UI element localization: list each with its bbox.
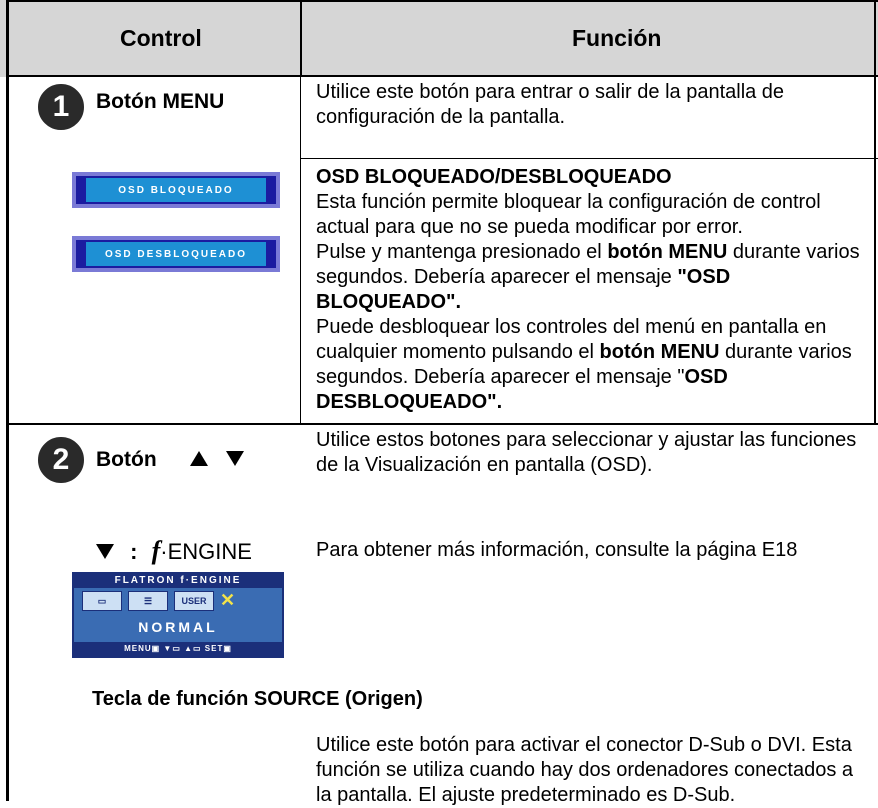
function-menu-desc: Utilice este botón para entrar o salir d… [316,81,785,128]
p2-text-d: "OSD BLOQUEADO". [316,266,731,313]
close-icon: ✕ [220,590,236,610]
left-border [6,0,9,801]
row1-subdivider [300,158,878,159]
function-arrows-desc: Utilice estos botones para seleccionar y… [316,429,857,476]
osd-unlocked-label: OSD DESBLOQUEADO [86,242,266,266]
source-title: Tecla de función SOURCE (Origen) [92,688,423,710]
osd-unlocked-button: OSD DESBLOQUEADO [72,236,280,272]
monitor-icon: ▭ [82,591,122,611]
control-arrow-label: Botón [96,448,157,471]
osd-lock-p3: Puede desbloquear los controles del menú… [316,315,871,415]
p2-text-b: botón MENU [607,241,728,263]
step-2-badge: 2 [38,437,84,483]
osd-locked-button: OSD BLOQUEADO [72,172,280,208]
source-desc: Utilice este botón para activar el conec… [316,734,854,806]
table-header: Control Función [0,0,878,77]
p2-text-c: durante varios segundos. Debería aparece… [316,241,860,288]
header-col-divider [300,0,302,77]
row1-divider [6,423,878,425]
fengine-osd-icons: ▭ ☰ USER ✕ [74,588,282,614]
p3-text-d: OSD DESBLOQUEADO". [316,366,728,413]
fengine-desc: Para obtener más información, consulte l… [316,539,798,561]
control-arrow-buttons: Botón [96,448,245,472]
osd-lock-title: OSD BLOQUEADO/DESBLOQUEADO [316,166,672,188]
arrow-up-icon [190,451,209,466]
fengine-osd-title: FLATRON f·ENGINE [74,574,282,588]
header-function: Función [572,25,662,51]
header-divider [6,75,878,77]
p3-text-b: botón MENU [599,341,720,363]
p2-text-a: Pulse y mantenga presionado el [316,241,608,263]
fengine-label: : f·ENGINE [96,536,252,566]
step-1-badge: 1 [38,84,84,130]
fengine-engine: ·ENGINE [160,539,252,564]
control-menu-button: Botón MENU [96,90,225,113]
fengine-osd-footer: MENU▣ ▼▭ ▲▭ SET▣ [74,642,282,656]
text-icon: ☰ [128,591,168,611]
top-border [6,0,878,2]
fengine-osd-mode: NORMAL [138,619,218,635]
fengine-colon: : [130,539,138,564]
p3-text-a: Puede desbloquear los controles del menú… [316,316,827,363]
fengine-f: f [151,536,161,565]
osd-lock-desc: OSD BLOQUEADO/DESBLOQUEADO Esta función … [316,165,871,415]
osd-lock-p1: Esta función permite bloquear la configu… [316,191,821,238]
osd-locked-label: OSD BLOQUEADO [86,178,266,202]
p3-text-c: durante varios segundos. Debería aparece… [316,341,852,388]
arrow-down-icon [96,544,114,559]
col-divider [300,77,301,423]
right-border [874,0,876,424]
arrow-down-icon [226,451,245,466]
user-icon: USER [174,591,214,611]
osd-lock-p2: Pulse y mantenga presionado el botón MEN… [316,240,871,315]
header-control: Control [120,25,202,51]
fengine-osd-screenshot: FLATRON f·ENGINE ▭ ☰ USER ✕ NORMAL MENU▣… [72,572,284,658]
